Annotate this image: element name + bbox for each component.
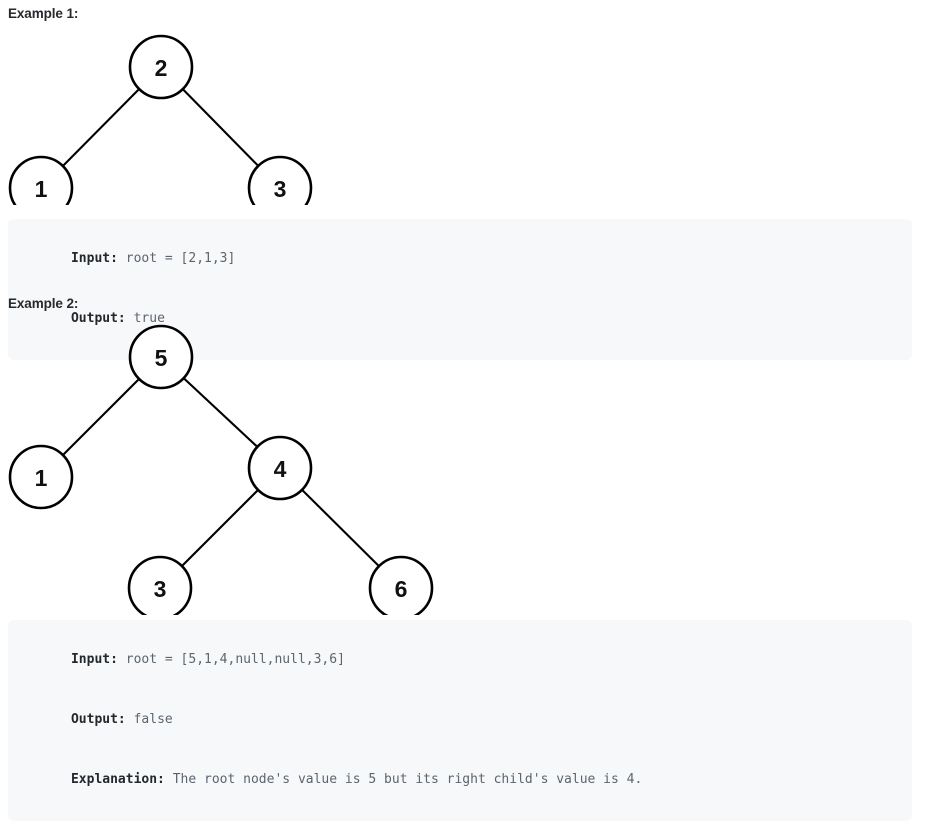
code-line: Output: false [24, 690, 896, 750]
code-value: true [125, 311, 165, 326]
code-label: Output: [70, 311, 126, 326]
tree-node-label: 2 [155, 55, 168, 81]
example-1-tree: 2 1 3 [0, 30, 927, 221]
tree-edge [181, 87, 260, 168]
tree-node: 6 [368, 555, 434, 621]
example-1-code-block: Input: root = [2,1,3] Output: true [8, 219, 912, 360]
code-value: The root node's value is 5 but its right… [164, 772, 643, 787]
code-label: Output: [70, 712, 126, 727]
code-line: Input: root = [2,1,3] [24, 229, 896, 289]
tree-node-label: 3 [274, 176, 287, 202]
tree-node: 3 [127, 555, 193, 621]
code-value: false [125, 712, 173, 727]
code-label: Explanation: [70, 772, 165, 787]
code-label: Input: [70, 652, 118, 667]
tree-node-label: 1 [35, 176, 48, 202]
tree-edge [300, 488, 381, 568]
tree-node: 1 [8, 155, 74, 221]
tree-edge [180, 488, 260, 568]
example-2-heading: Example 2: [8, 296, 79, 311]
example-2-tree: 5 1 4 3 6 [0, 320, 927, 621]
tree-edge [61, 87, 141, 168]
binary-tree-diagram-2: 5 1 4 3 6 [8, 324, 434, 621]
example-1-heading: Example 1: [8, 6, 79, 21]
tree-node: 5 [128, 324, 194, 390]
tree-edge [61, 377, 141, 457]
tree-edge [182, 376, 259, 449]
code-line: Output: true [24, 289, 896, 349]
tree-node-label: 5 [155, 345, 168, 371]
tree-node-circle [8, 444, 74, 510]
code-line: Input: root = [5,1,4,null,null,3,6] [24, 630, 896, 690]
code-value: root = [5,1,4,null,null,3,6] [117, 652, 345, 667]
binary-tree-diagram-1: 2 1 3 [8, 34, 313, 221]
tree-node: 2 [128, 34, 194, 100]
tree-node-circle [128, 34, 194, 100]
code-value: root = [2,1,3] [117, 251, 236, 266]
tree-node-label: 6 [395, 576, 408, 602]
tree-node-label: 3 [154, 576, 167, 602]
tree-node: 4 [247, 435, 313, 501]
tree-node: 3 [247, 155, 313, 221]
code-line: Explanation: The root node's value is 5 … [24, 750, 896, 810]
tree-node-label: 4 [274, 456, 287, 482]
tree-node: 1 [8, 444, 74, 510]
code-label: Input: [70, 251, 118, 266]
tree-node-circle [247, 435, 313, 501]
tree-node-label: 1 [35, 465, 48, 491]
tree-node-circle [128, 324, 194, 390]
